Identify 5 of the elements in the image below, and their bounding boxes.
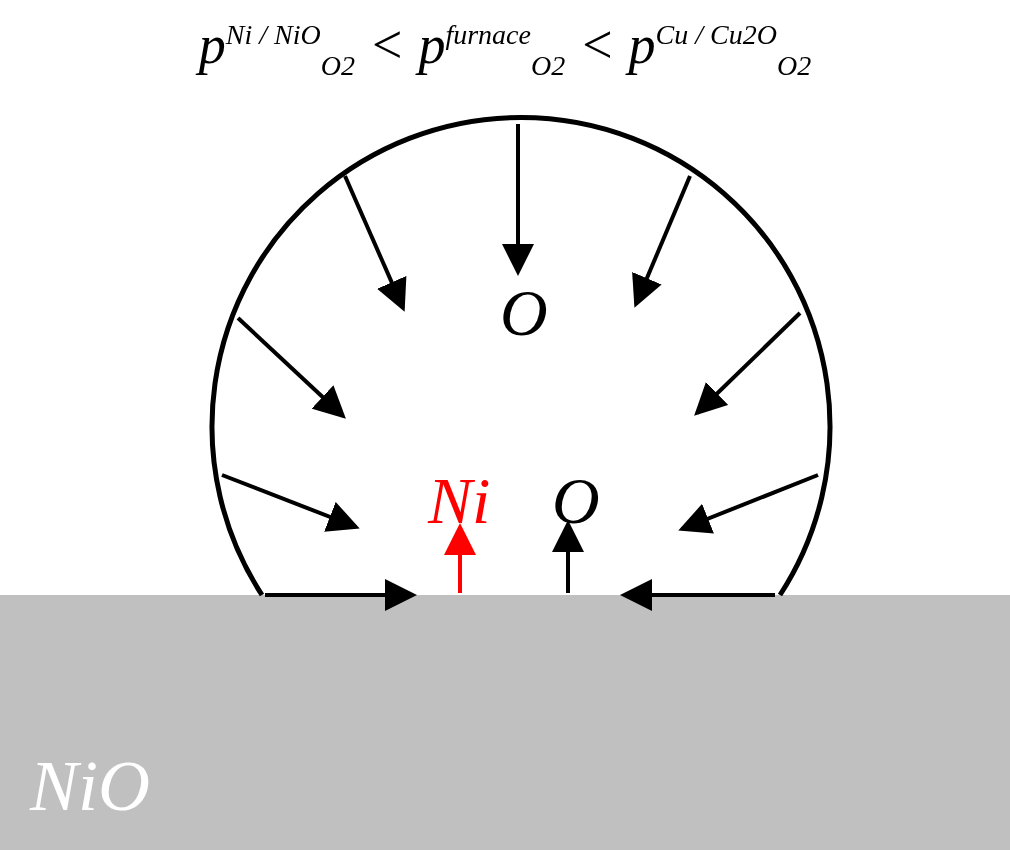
substrate-label: NiO bbox=[30, 745, 151, 828]
substrate-block bbox=[0, 595, 1010, 850]
element-label: O bbox=[552, 468, 600, 534]
element-label: O bbox=[500, 280, 548, 346]
element-label: Ni bbox=[428, 468, 491, 534]
